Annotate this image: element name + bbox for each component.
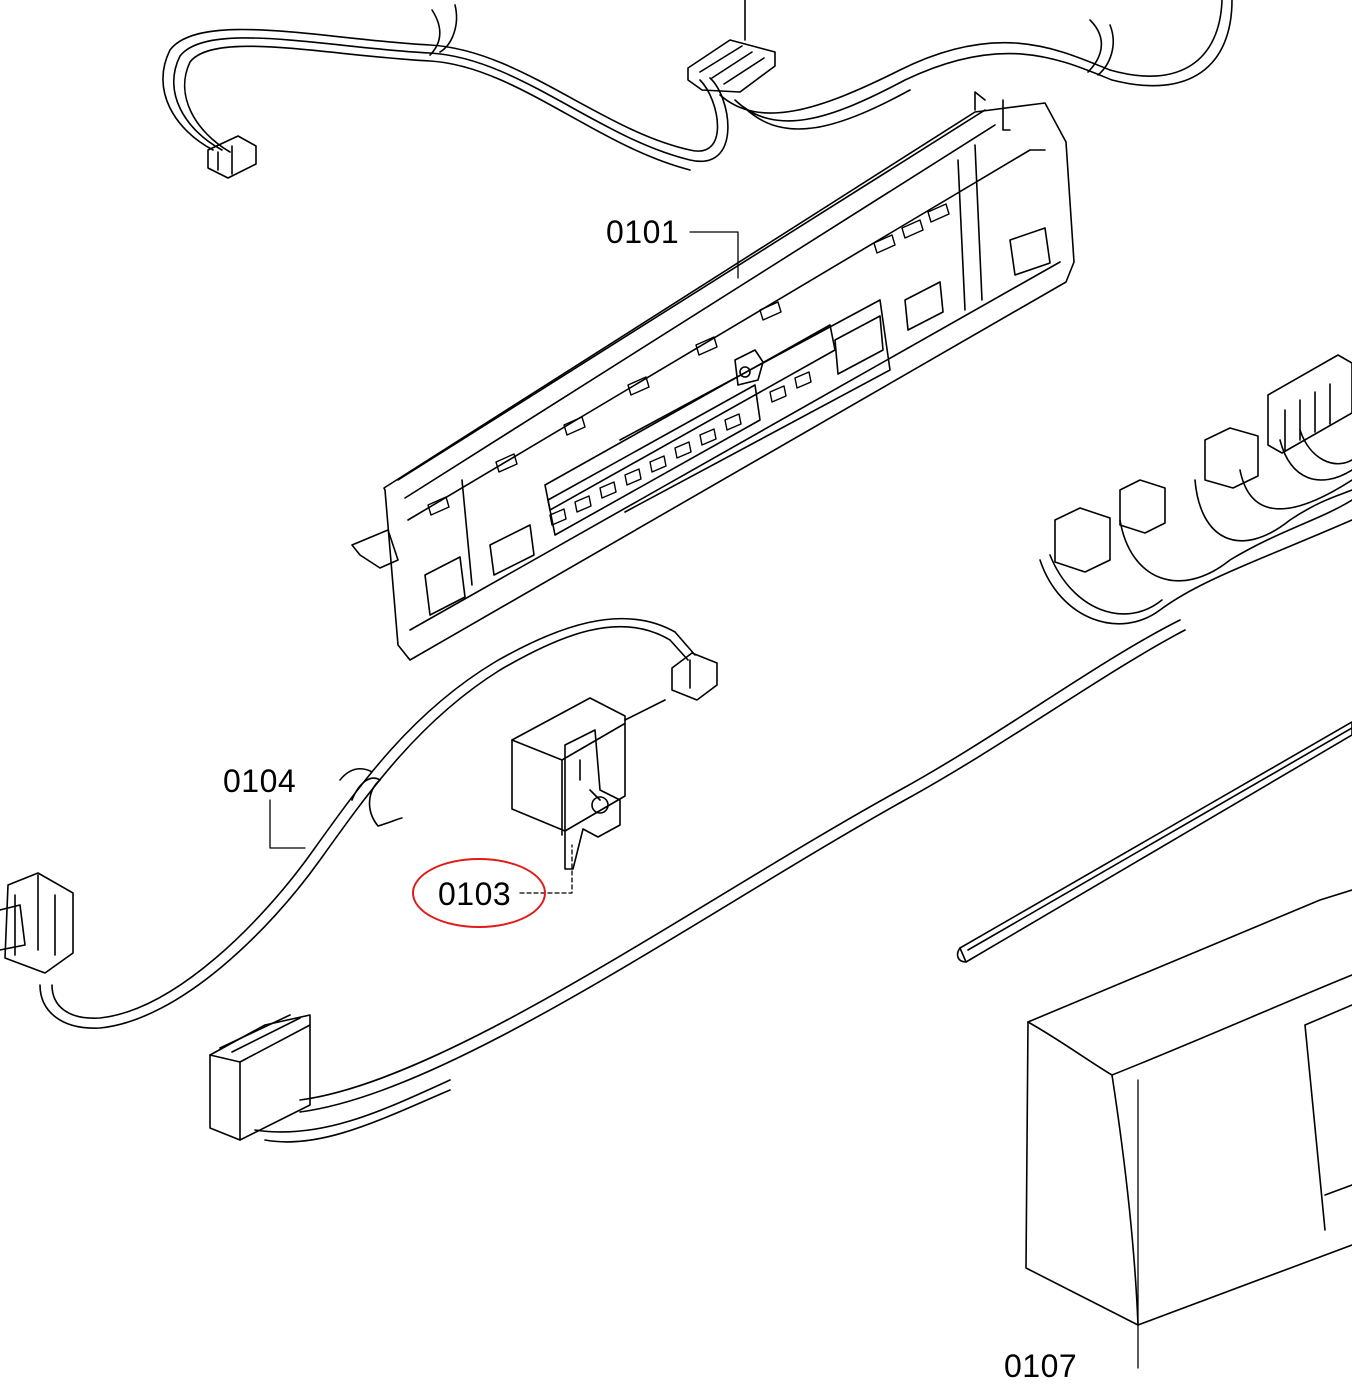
wiring-harness xyxy=(0,617,718,1029)
door-switch xyxy=(511,697,666,870)
control-panel-bracket xyxy=(351,91,1075,661)
part-label-0107: 0107 xyxy=(1004,1348,1078,1384)
long-cable xyxy=(209,619,1186,1143)
leader-lines xyxy=(269,231,1139,1369)
part-label-0101: 0101 xyxy=(606,214,680,250)
rear-wire-bundle xyxy=(1039,354,1352,625)
panel-cover xyxy=(1025,889,1352,1326)
door-seal-strip xyxy=(956,721,1352,963)
highlight-circle xyxy=(412,858,546,928)
top-wire-harness xyxy=(162,0,1233,179)
part-label-0103: 0103 xyxy=(438,876,512,912)
part-label-0104: 0104 xyxy=(223,763,297,799)
